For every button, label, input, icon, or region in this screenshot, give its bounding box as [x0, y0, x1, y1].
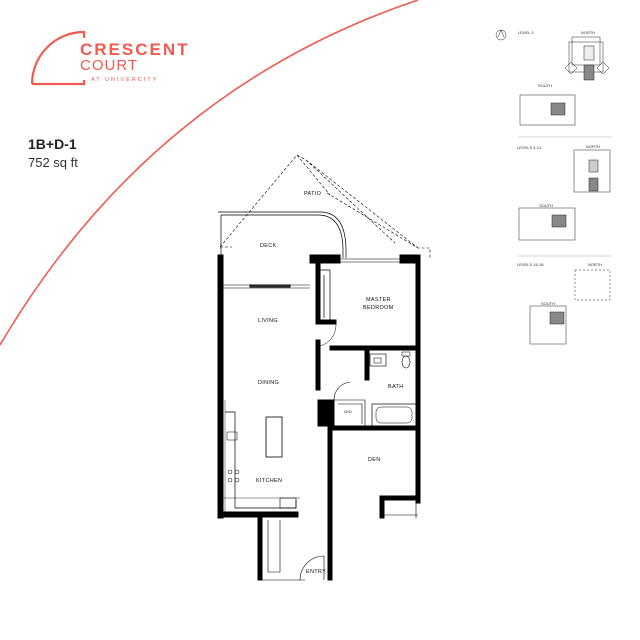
room-label-living: LIVING	[258, 318, 278, 324]
brand-logo-line2: COURT	[80, 57, 139, 74]
key-level-15-18: LEVELS 15-18	[517, 262, 544, 267]
room-label-master-2: BEDROOM	[363, 305, 394, 311]
key-level-3-south: SOUTH	[538, 83, 552, 88]
room-label-dining: DINING	[258, 380, 280, 386]
logo-arc	[30, 30, 86, 85]
key-level-4-14-north: NORTH	[586, 144, 601, 149]
brand-logo-line1: CRESCENT	[80, 40, 190, 59]
decorative-arc	[0, 0, 419, 346]
room-label-kitchen: KITCHEN	[256, 478, 283, 484]
key-level-15-18-north: NORTH	[588, 262, 603, 267]
room-label-master-1: MASTER	[366, 297, 391, 303]
key-level-4-14: LEVELS 4-14	[517, 145, 542, 150]
key-level-3-north: NORTH	[581, 30, 596, 35]
room-label-patio: PATIO	[304, 191, 322, 197]
room-label-entry: ENTRY	[306, 569, 327, 575]
room-label-den: DEN	[368, 457, 381, 463]
key-level-4-14-south: SOUTH	[539, 203, 553, 208]
unit-name: 1B+D-1	[28, 136, 77, 152]
room-label-bath: BATH	[388, 384, 404, 390]
unit-area: 752 sq ft	[28, 155, 78, 170]
key-level-3: LEVEL 3	[518, 30, 534, 35]
floor-plan	[217, 154, 431, 581]
key-level-15-18-south: SOUTH	[541, 301, 555, 306]
key-plan-diagrams	[495, 29, 612, 345]
brand-tagline: AT UNIVERCITY	[91, 77, 159, 83]
room-label-wd: W/D	[344, 409, 352, 414]
north-arrow-icon	[495, 29, 507, 41]
room-label-deck: DECK	[260, 243, 277, 249]
